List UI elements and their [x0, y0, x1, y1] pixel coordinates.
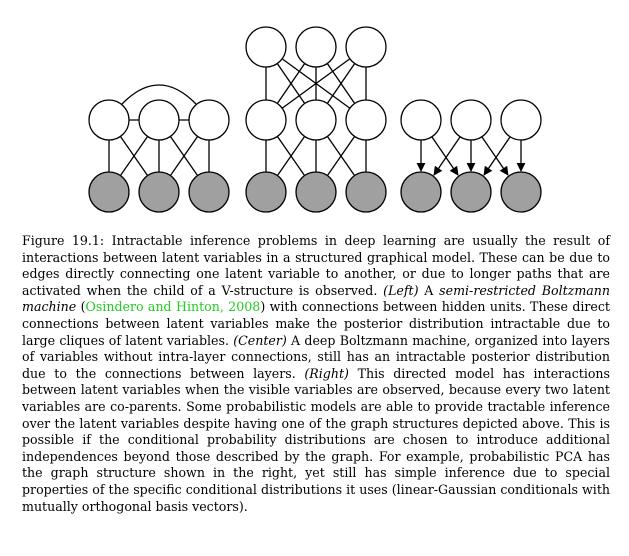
center-middle-hidden-node: [345, 99, 387, 141]
center-panel-tag: (Center): [233, 332, 287, 348]
caption-text: (: [76, 299, 86, 315]
left-hidden-node: [88, 99, 130, 141]
center-top-hidden-node: [345, 26, 387, 68]
center-visible-node: [345, 171, 387, 213]
figure-caption: Figure 19.1: Intractable inference probl…: [22, 233, 610, 515]
right-hidden-node: [400, 99, 442, 141]
model-name: semi-restricted Boltzmann machine: [22, 282, 610, 315]
right-hidden-node: [450, 99, 492, 141]
left-panel-tag: (Left): [383, 282, 419, 298]
right-directed-graph: [400, 99, 542, 213]
center-visible-node: [245, 171, 287, 213]
center-middle-hidden-node: [295, 99, 337, 141]
caption-text: A deep Boltzmann machine, organized into…: [22, 332, 611, 381]
center-dbm-graph: [245, 26, 387, 213]
left-semi-rbm-graph: [88, 84, 230, 213]
figure-label: Figure 19.1:: [22, 233, 105, 248]
center-top-hidden-node: [295, 26, 337, 68]
caption-text: ) with connections between hidden units.…: [22, 299, 610, 348]
center-top-hidden-node: [245, 26, 287, 68]
left-visible-node: [188, 171, 230, 213]
right-hidden-node: [500, 99, 542, 141]
caption-text: This directed model has interactions bet…: [22, 365, 610, 514]
center-middle-hidden-node: [245, 99, 287, 141]
right-visible-node: [500, 171, 542, 213]
left-visible-node: [88, 171, 130, 213]
left-visible-node: [138, 171, 180, 213]
caption-text: Intractable inference problems in deep l…: [22, 233, 610, 298]
graphical-models-figure: [88, 26, 542, 213]
center-visible-node: [295, 171, 337, 213]
right-visible-node: [400, 171, 442, 213]
caption-text: A: [418, 282, 440, 298]
right-visible-node: [450, 171, 492, 213]
left-hidden-node: [138, 99, 180, 141]
left-hidden-node: [188, 99, 230, 141]
citation-link[interactable]: Osindero and Hinton, 2008: [85, 299, 261, 315]
right-panel-tag: (Right): [304, 365, 349, 381]
